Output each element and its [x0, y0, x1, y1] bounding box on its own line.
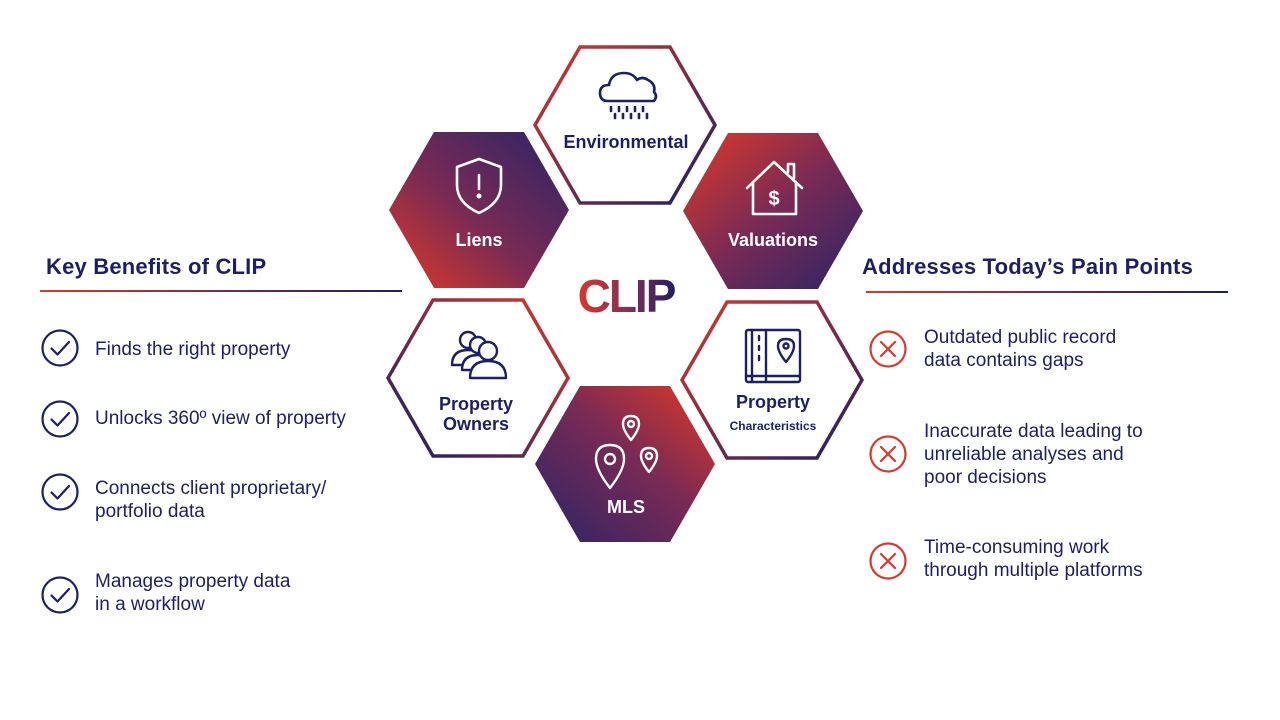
map-pin-book-icon — [744, 328, 802, 384]
benefit-item-3: Connects client proprietary/ portfolio d… — [95, 478, 327, 522]
hex-property-characteristics-line1: Property — [736, 392, 810, 412]
pain-point-item-1: Outdated public record data contains gap… — [924, 327, 1117, 371]
hex-property-owners-line1: Property — [439, 394, 513, 414]
pain-points-divider — [866, 291, 1228, 293]
hex-environmental: Environmental — [532, 45, 718, 205]
benefit-item-2: Unlocks 360º view of property — [95, 408, 346, 429]
hex-property-owners-line2: Owners — [443, 414, 509, 434]
hex-liens-label: Liens — [455, 230, 502, 250]
benefit-item-4: Manages property data in a workflow — [95, 571, 291, 615]
hex-valuations: $ Valuations — [683, 133, 863, 289]
benefits-divider — [40, 290, 402, 292]
hex-environmental-label: Environmental — [563, 132, 688, 152]
pain-point-item-2: Inaccurate data leading to unreliable an… — [924, 421, 1143, 488]
people-group-icon — [450, 330, 508, 380]
benefit-item-1: Finds the right property — [95, 339, 291, 360]
x-circle-icon — [869, 542, 907, 580]
house-dollar-icon: $ — [745, 160, 804, 216]
hex-valuations-label: Valuations — [728, 230, 818, 250]
hex-property-owners: Property Owners — [385, 298, 571, 458]
svg-text:$: $ — [768, 188, 779, 210]
hex-mls-label: MLS — [607, 497, 645, 517]
hex-property-characteristics: Property Characteristics — [679, 300, 865, 460]
pain-point-item-3: Time-consuming work through multiple pla… — [924, 537, 1143, 581]
hex-property-characteristics-line2: Characteristics — [730, 419, 817, 433]
check-circle-icon — [41, 473, 79, 511]
shield-alert-icon — [455, 157, 503, 215]
check-circle-icon — [41, 576, 79, 614]
hex-mls: MLS — [535, 386, 715, 542]
clip-center-label: CLIP — [578, 270, 676, 322]
hex-liens: Liens — [389, 132, 569, 288]
map-pins-icon — [594, 414, 659, 490]
rain-cloud-icon — [598, 71, 658, 120]
check-circle-icon — [41, 329, 79, 367]
pain-points-title: Addresses Today’s Pain Points — [862, 254, 1194, 279]
benefits-title: Key Benefits of CLIP — [46, 254, 267, 279]
check-circle-icon — [41, 400, 79, 438]
x-circle-icon — [869, 330, 907, 368]
x-circle-icon — [869, 435, 907, 473]
